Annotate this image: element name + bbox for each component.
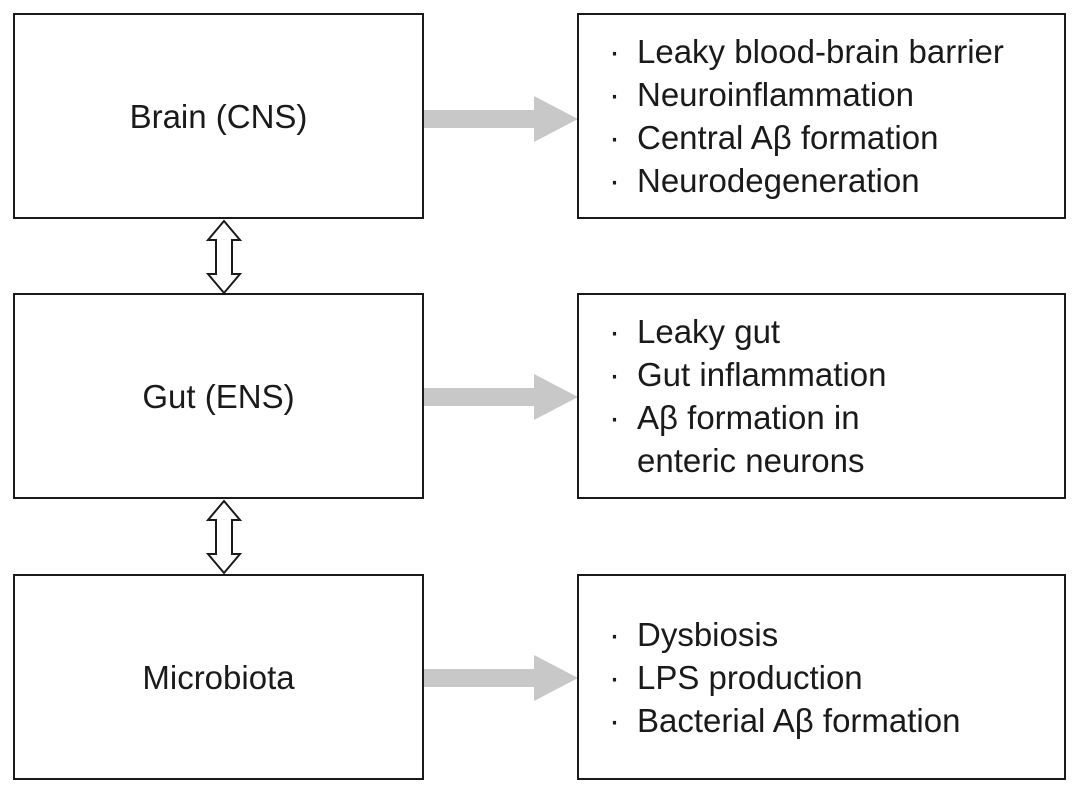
- microbiota-label: Microbiota: [142, 658, 295, 696]
- effect-lps-production: · LPS production: [609, 656, 1064, 699]
- bullet-dot: ·: [609, 76, 620, 113]
- effect-text: Neuroinflammation: [637, 76, 914, 113]
- bullet-dot: ·: [609, 658, 620, 696]
- effect-text: Central Aβ formation: [637, 119, 939, 156]
- bullet-dot: ·: [609, 33, 620, 70]
- brain-effects-box: · Leaky blood-brain barrier · Neuroinfla…: [577, 13, 1066, 219]
- effect-neuroinflammation: · Neuroinflammation: [609, 73, 1064, 116]
- effect-bacterial-abeta: · Bacterial Aβ formation: [609, 699, 1064, 742]
- gut-microbiota-double-arrow: [205, 499, 243, 575]
- effect-text: Dysbiosis: [637, 615, 779, 653]
- brain-gut-double-arrow: [205, 219, 243, 295]
- brain-cns-box: Brain (CNS): [13, 13, 424, 219]
- bullet-dot: ·: [609, 356, 620, 393]
- effect-dysbiosis: · Dysbiosis: [609, 613, 1064, 656]
- bullet-dot: ·: [609, 701, 620, 739]
- gut-effects-arrow: [424, 374, 578, 420]
- effect-central-abeta: · Central Aβ formation: [609, 116, 1064, 159]
- microbiota-effects-box: · Dysbiosis · LPS production · Bacterial…: [577, 574, 1066, 780]
- microbiota-box: Microbiota: [13, 574, 424, 780]
- effect-text: Leaky gut: [637, 313, 781, 350]
- effect-neurodegeneration: · Neurodegeneration: [609, 159, 1064, 202]
- effect-gut-inflammation: · Gut inflammation: [609, 353, 1064, 396]
- bullet-dot: ·: [609, 313, 620, 350]
- gut-ens-box: Gut (ENS): [13, 293, 424, 499]
- brain-cns-label: Brain (CNS): [129, 97, 308, 135]
- bullet-dot: ·: [609, 162, 620, 199]
- gut-effects-box: · Leaky gut · Gut inflammation · Aβ form…: [577, 293, 1066, 499]
- effect-text: Leaky blood-brain barrier: [637, 33, 1004, 70]
- effect-enteric-abeta: · Aβ formation in enteric neurons: [609, 396, 937, 482]
- effect-text: Neurodegeneration: [637, 162, 920, 199]
- bullet-dot: ·: [609, 615, 620, 653]
- effect-leaky-gut: · Leaky gut: [609, 310, 1064, 353]
- effect-text: Gut inflammation: [637, 356, 887, 393]
- microbiota-effects-arrow: [424, 655, 578, 701]
- effect-text: Bacterial Aβ formation: [637, 701, 961, 739]
- brain-effects-arrow: [424, 96, 578, 142]
- bullet-dot: ·: [609, 119, 620, 156]
- gut-ens-label: Gut (ENS): [142, 377, 295, 415]
- effect-leaky-bbb: · Leaky blood-brain barrier: [609, 30, 1064, 73]
- effect-text: LPS production: [637, 658, 863, 696]
- bullet-dot: ·: [609, 399, 620, 436]
- effect-text: Aβ formation in enteric neurons: [637, 399, 865, 479]
